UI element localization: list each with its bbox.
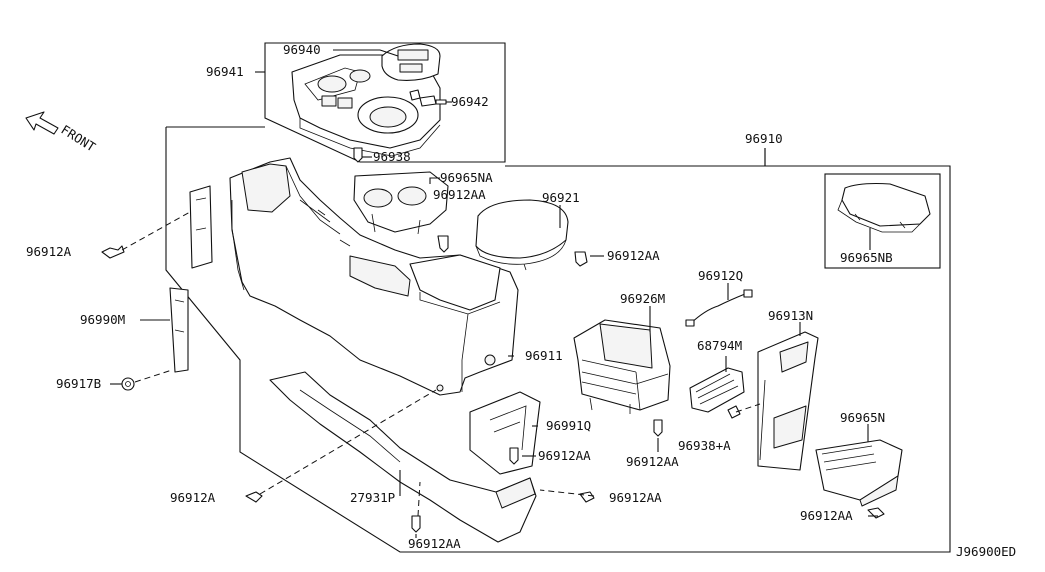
console-bracket-part [469, 391, 541, 475]
screw-icon [579, 491, 595, 503]
part-label-96990M: 96990M [80, 312, 125, 327]
wire-harness-part [685, 289, 753, 327]
part-label-96965NA: 96965NA [440, 170, 493, 185]
ashtray-part [815, 439, 903, 507]
part-label-96921: 96921 [542, 190, 580, 205]
shift-indicator-part [381, 43, 441, 81]
console-side-bracket [189, 185, 213, 269]
cup-holder-finisher-part [353, 171, 449, 235]
part-label-96941: 96941 [206, 64, 244, 79]
part-label-96938: 96938 [373, 149, 411, 164]
part-label-68794M: 68794M [697, 338, 742, 353]
front-label: FRONT [58, 122, 98, 155]
power-outlet-part [689, 367, 745, 413]
part-label-96991Q: 96991Q [546, 418, 591, 433]
screw-icon [509, 447, 519, 465]
screw-icon [101, 245, 125, 259]
screw-icon [245, 491, 263, 503]
part-label-96965N: 96965N [840, 410, 885, 425]
part-label-96942: 96942 [451, 94, 489, 109]
screw-icon [727, 405, 741, 419]
part-label-96917B: 96917B [56, 376, 101, 391]
part-label-96912AA-bottom-right: 96912AA [609, 490, 662, 505]
part-label-96912AA-mid: 96912AA [538, 448, 591, 463]
part-label-96912AA-low: 96912AA [626, 454, 679, 469]
part-label-96965NB: 96965NB [840, 250, 893, 265]
finisher-subassembly-box [264, 42, 506, 163]
screw-icon [411, 515, 421, 533]
part-label-96911: 96911 [525, 348, 563, 363]
part-label-96912AA-top: 96912AA [433, 187, 486, 202]
part-label-96912A-left: 96912A [26, 244, 72, 259]
side-bracket-part [169, 287, 189, 373]
nut-icon [121, 377, 135, 391]
air-duct-part [269, 371, 537, 543]
diagram-id: J96900ED [956, 544, 1016, 559]
part-label-96940: 96940 [283, 42, 321, 57]
part-label-96912AA-right1: 96912AA [607, 248, 660, 263]
part-label-96912A-bottom: 96912A [170, 490, 216, 505]
screw-icon [867, 507, 885, 519]
screw-icon [574, 251, 588, 267]
armrest-lid-part [475, 199, 569, 271]
part-label-96912AA-far-right: 96912AA [800, 508, 853, 523]
bulb-socket-part [409, 89, 447, 107]
part-label-96910: 96910 [745, 131, 783, 146]
console-finisher-panel-part [757, 331, 819, 471]
part-label-96938-A: 96938+A [678, 438, 731, 453]
console-body-part [229, 157, 519, 396]
clip-96938-part [353, 147, 363, 163]
screw-icon [437, 235, 449, 253]
inset-box-96965nb [824, 173, 941, 269]
screw-icon [653, 419, 663, 437]
part-label-96913N: 96913N [768, 308, 813, 323]
part-label-96926M: 96926M [620, 291, 665, 306]
storage-box-part [573, 319, 671, 414]
part-label-96912Q: 96912Q [698, 268, 743, 283]
part-label-27931P: 27931P [350, 490, 395, 505]
front-arrow-icon [25, 111, 59, 135]
part-label-96912AA-bottom: 96912AA [408, 536, 461, 551]
